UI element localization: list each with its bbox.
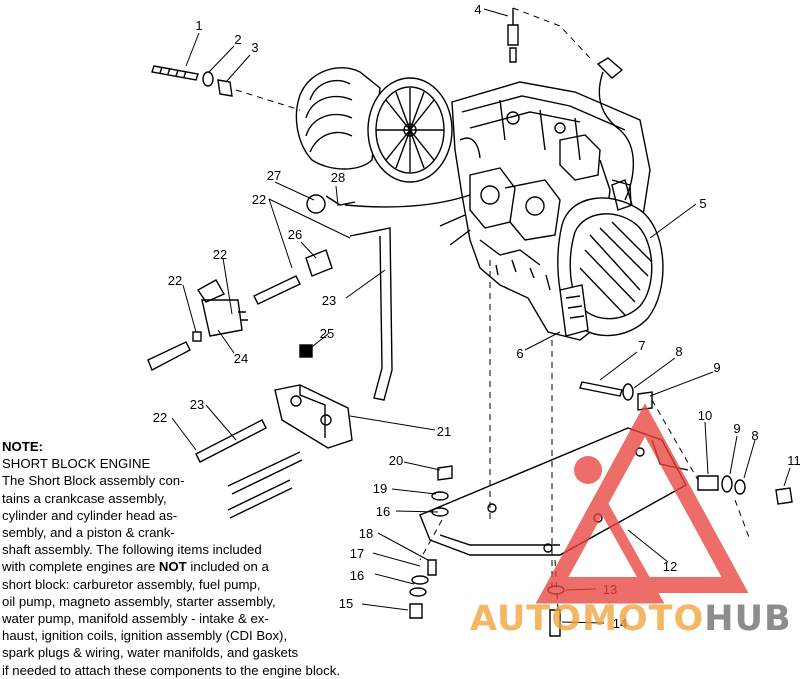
callout-10: 10 [698,408,712,423]
callout-22b: 22 [168,273,182,288]
callout-22c: 22 [213,247,227,262]
bolt-washer-nut-drawing [151,65,233,97]
watermark-moto: MOTO [582,599,704,639]
note-line-7: with complete engines are NOT included o… [2,558,412,575]
callout-9: 9 [713,360,720,375]
callout-24: 24 [234,351,248,366]
callout-8: 8 [675,344,682,359]
note-text-block: NOTE: SHORT BLOCK ENGINE The Short Block… [2,438,412,679]
callout-18: 18 [359,526,373,541]
drive-clutch-drawing [295,67,453,183]
note-line-10: water pump, manifold assembly - intake &… [2,611,269,627]
hardware-drawing [299,344,793,637]
note-line-8: short block: carburetor assembly, fuel p… [2,576,261,592]
note-line-5: sembly, and a piston & crank- [2,525,175,541]
callout-5: 5 [699,196,706,211]
callout-16: 16 [350,568,364,583]
watermark-logo-icon [535,403,749,604]
svg-text:AUTOMOTOHUB: AUTOMOTOHUB [470,599,792,639]
callout-21: 21 [437,424,451,439]
note-line-3: tains a crankcase assembly, [2,490,167,506]
callout-14: 14 [613,616,627,631]
callout-11: 11 [787,453,800,468]
callout-6: 6 [516,346,523,361]
recoil-starter-drawing [557,197,664,337]
watermark-hub: HUB [704,599,791,639]
callout-2: 2 [234,32,241,47]
note-line-7-end: included on a [186,559,269,575]
note-line-11: haust, ignition coils, ignition assembly… [2,628,288,644]
callout-27: 27 [267,168,281,183]
callout-7: 7 [638,338,645,353]
callout-28: 28 [331,170,345,185]
note-line-6: shaft assembly. The following items incl… [2,542,262,558]
carburetor-drawing [439,137,561,246]
watermark-auto: AUTO [470,599,582,639]
note-title: NOTE: [2,439,44,454]
callout-8b: 8 [751,428,758,443]
callout-22a: 22 [153,410,167,425]
callout-15: 15 [339,596,353,611]
callout-26: 26 [288,227,302,242]
callout-19: 19 [373,481,387,496]
note-line-2: The Short Block assembly con- [2,473,185,489]
callout-20: 20 [389,453,403,468]
ignition-bracket-drawing [195,384,353,519]
note-line-12: spark plugs & wiring, water manifolds, a… [2,645,299,661]
note-line-13: if needed to attach these components to … [2,662,340,678]
note-emphasis: NOT [158,559,187,575]
spark-plug-drawing [507,8,635,211]
callout-4: 4 [474,2,481,17]
callout-23a: 23 [190,397,204,412]
callout-17: 17 [350,546,364,561]
fuel-system-drawing [147,194,471,401]
callout-1: 1 [195,18,202,33]
callout-16b: 16 [376,504,390,519]
callout-25: 25 [320,326,334,341]
callout-9b: 9 [733,421,740,436]
callout-23b: 23 [322,293,336,308]
callout-3: 3 [251,40,258,55]
note-line-7-start: with complete engines are [2,559,159,575]
mount-plate-drawing [419,427,689,556]
note-line-1: SHORT BLOCK ENGINE [2,456,151,472]
note-line-4: cylinder and cylinder head as- [2,507,178,523]
callout-12: 12 [663,559,677,574]
callout-labels: 1 2 3 4 5 6 7 8 9 10 9 8 11 12 13 14 15 … [153,2,800,631]
automotohub-watermark: AUTOMOTOHUB [470,403,792,639]
callout-22d: 22 [252,192,266,207]
note-line-9: oil pump, magneto assembly, starter asse… [2,593,276,609]
